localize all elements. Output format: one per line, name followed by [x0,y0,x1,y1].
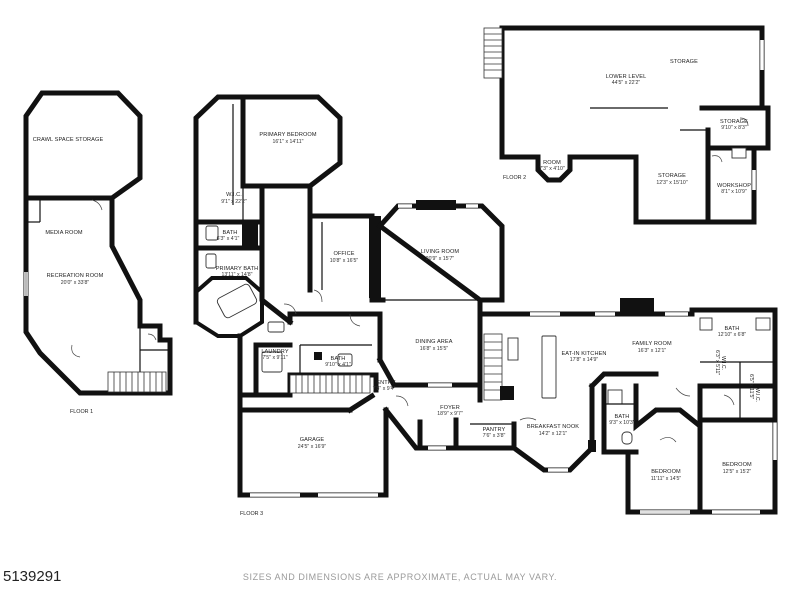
room-name-bath-upper: BATH [223,230,238,236]
room-name-entry: ENTRY [376,380,396,386]
room-name-workshop: WORKSHOP [717,183,751,189]
floor-label-3: FLOOR 3 [240,511,263,517]
room-dims-bath-upper: 6'3" x 4'1" [217,236,240,242]
room-name-wic-primary: W.I.C. [226,192,242,198]
floor-2-plan [483,25,771,225]
room-name-garage: GARAGE [300,437,325,443]
room-name-crawl-space-storage: CRAWL SPACE STORAGE [33,137,104,143]
room-dims-dining-area: 16'8" x 15'5" [420,346,449,352]
room-name-office: OFFICE [333,251,354,257]
room-dims-laundry: 7'5" x 9'11" [262,355,287,361]
room-name-pantry: PANTRY [483,427,506,433]
room-name-dining-area: DINING AREA [415,339,452,345]
room-dims-pantry: 7'6" x 3'8" [483,433,506,439]
room-dims-storage-mid: 12'3" x 15'10" [656,180,687,186]
room-name-primary-bath: PRIMARY BATH [216,266,259,272]
room-name-living-room: LIVING ROOM [421,249,460,255]
disclaimer-text: SIZES AND DIMENSIONS ARE APPROXIMATE, AC… [242,572,558,582]
room-name-family-room: FAMILY ROOM [632,341,672,347]
room-dims-room-small: 7'3" x 4'10" [539,166,565,172]
room-dims-foyer: 18'9" x 9'7" [437,411,463,417]
room-dims-workshop: 8'1" x 10'9" [721,189,747,195]
room-dims-office: 10'8" x 16'5" [330,258,359,264]
room-name-eat-in-kitchen: EAT-IN KITCHEN [561,351,606,357]
room-name-storage-main: STORAGE [670,59,698,65]
floor-label-2: FLOOR 2 [503,175,526,181]
room-name-bedroom-right: BEDROOM [722,462,752,468]
room-name-lower-level: LOWER LEVEL [606,74,647,80]
room-name-bath-side: BATH [725,326,740,332]
room-dims-bedroom-left: 11'11" x 14'5" [651,476,682,482]
room-name-laundry: LAUNDRY [261,349,288,355]
room-name-bedroom-left: BEDROOM [651,469,681,475]
room-dims-eat-in-kitchen: 17'8" x 14'9" [570,357,599,363]
room-dims-wic-primary: 9'1" x 22'2" [221,199,247,205]
room-dims-living-room: 20'9" x 15'7" [426,256,455,262]
room-name-recreation-room: RECREATION ROOM [47,273,104,279]
room-name-wic-side: W.I.C. [720,356,726,370]
room-dims-wic-side2: 6'5" x 11'5" [748,374,754,399]
room-name-primary-bedroom: PRIMARY BEDROOM [259,132,316,138]
room-dims-wic-side: 6'3" x 5'11" [714,350,720,375]
room-name-foyer: FOYER [440,405,460,411]
listing-id: 5139291 [3,568,62,585]
room-dims-breakfast-nook: 14'2" x 12'1" [539,431,568,437]
room-dims-bath-lower: 9'3" x 10'3" [609,420,635,426]
room-dims-primary-bath: 13'11" x 14'8" [222,272,253,278]
room-name-bath-half: BATH [331,356,346,362]
floor-label-1: FLOOR 1 [70,409,93,415]
room-name-bath-lower: BATH [615,414,630,420]
room-dims-bedroom-right: 12'5" x 15'2" [723,469,752,475]
room-name-wic-side2: W.I.C. [754,388,760,402]
room-dims-recreation-room: 20'0" x 33'8" [61,280,90,286]
room-name-media-room: MEDIA ROOM [45,230,83,236]
room-dims-family-room: 16'3" x 12'1" [638,348,667,354]
room-dims-storage-small: 9'10" x 8'3" [721,125,747,131]
room-dims-lower-level: 44'5" x 22'2" [612,80,641,86]
room-dims-entry: 7'8" x 9'4" [373,386,396,392]
room-dims-garage: 24'5" x 16'9" [298,444,327,450]
floor-1-plan [23,90,173,396]
floor-3-plan [193,94,778,515]
room-name-storage-mid: STORAGE [658,173,686,179]
room-dims-bath-half: 9'10" x 4'1" [325,362,351,368]
room-dims-primary-bedroom: 16'1" x 14'11" [273,139,304,145]
room-name-breakfast-nook: BREAKFAST NOOK [527,424,579,430]
room-dims-bath-side: 12'10" x 6'8" [718,332,747,338]
room-name-storage-small: STORAGE [720,119,748,125]
room-name-room-small: ROOM [543,160,561,166]
